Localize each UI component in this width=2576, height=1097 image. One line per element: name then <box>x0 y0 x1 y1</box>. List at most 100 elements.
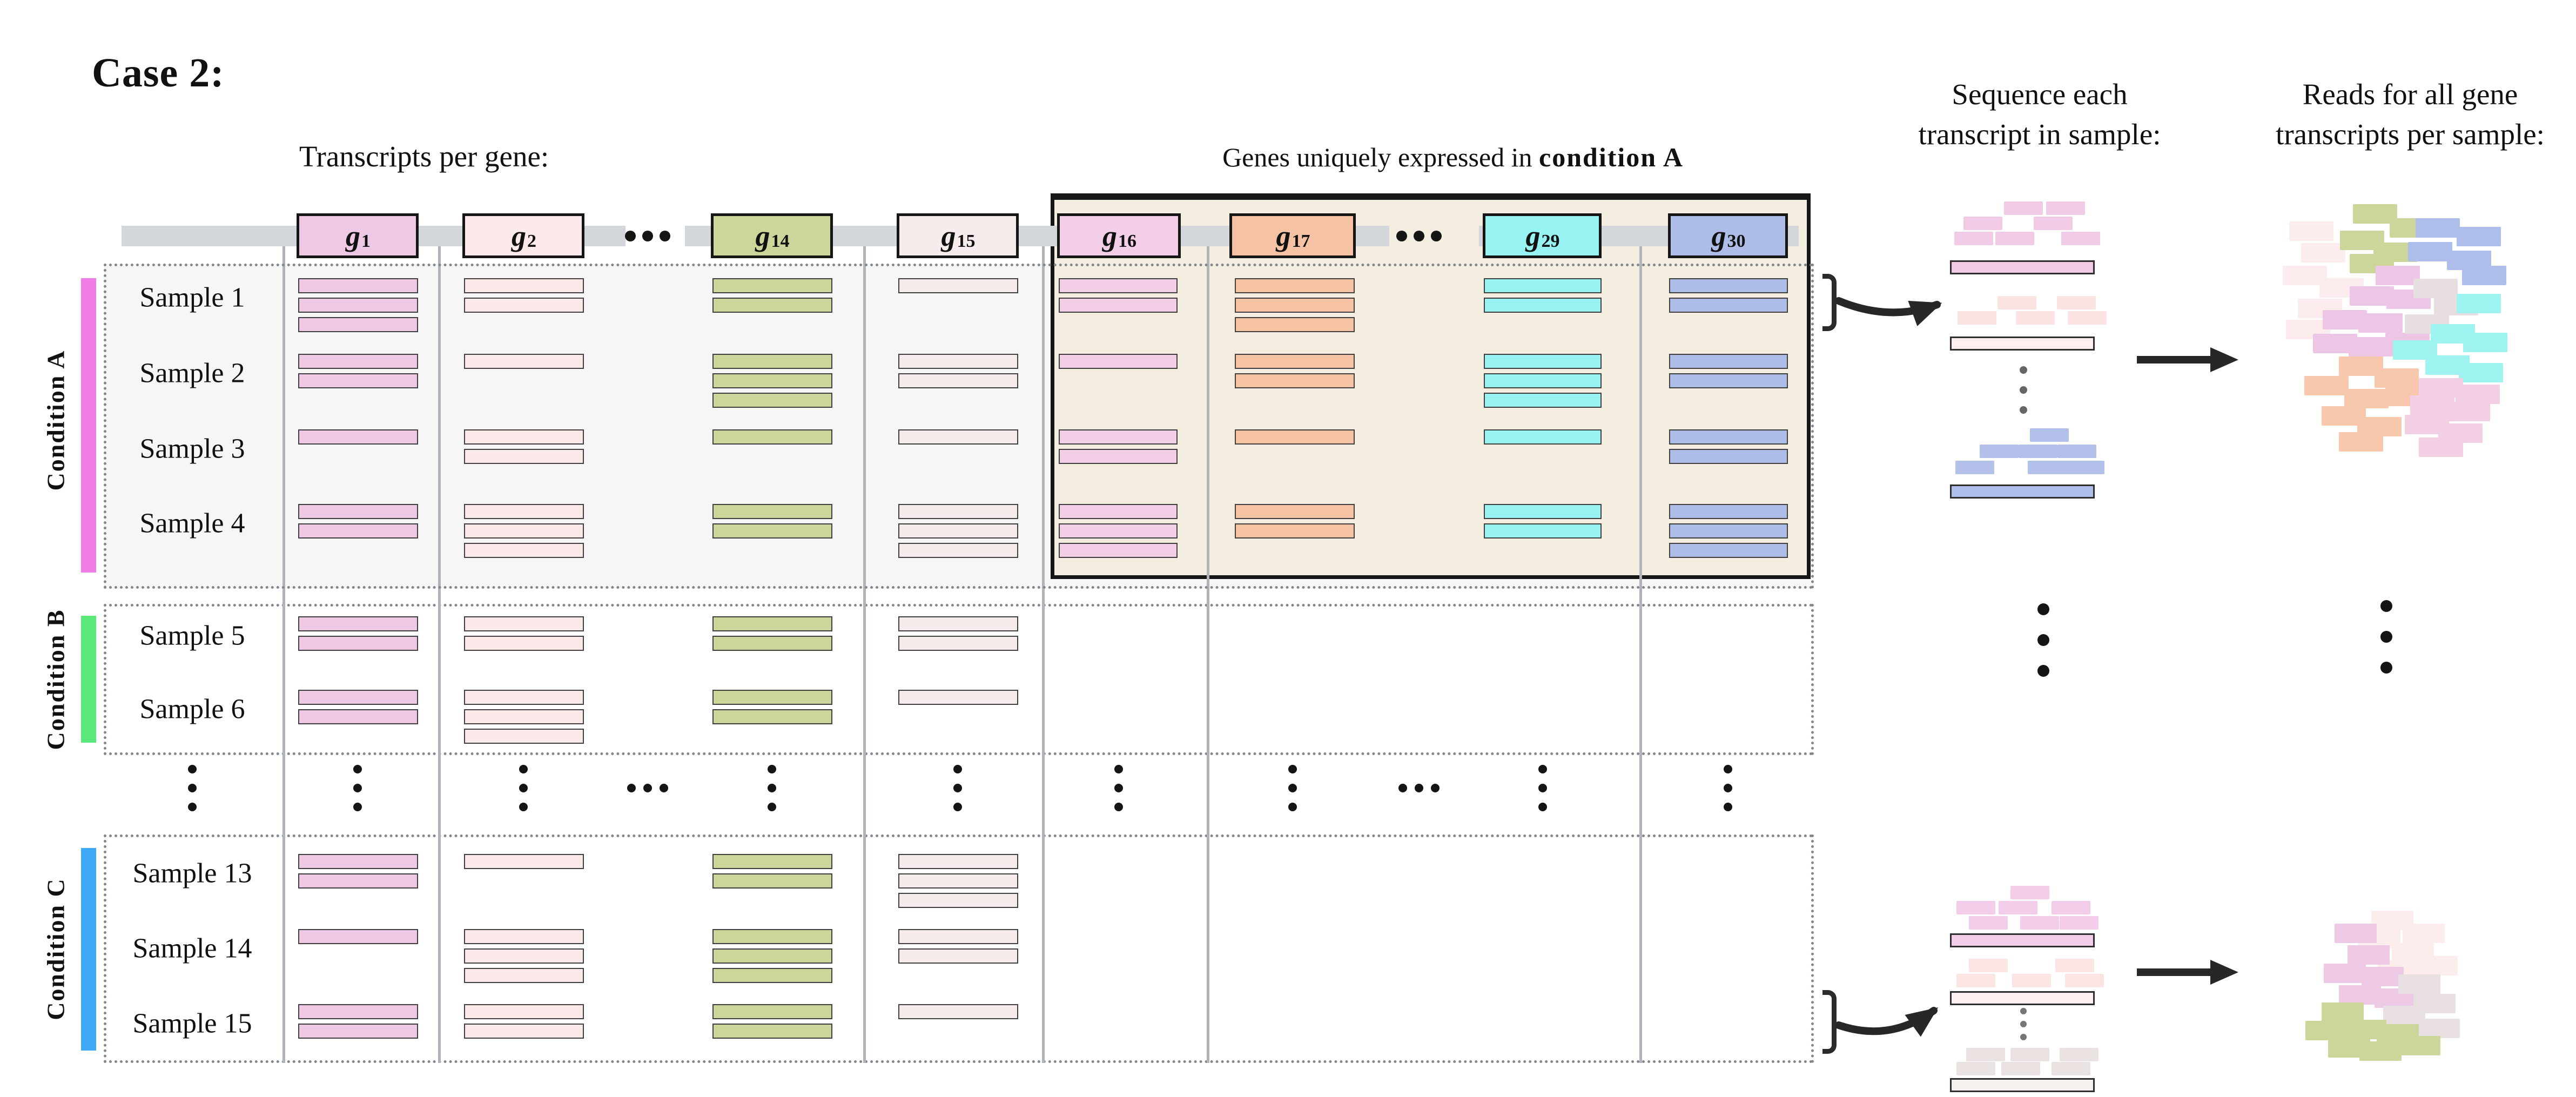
transcript-bar <box>464 429 584 445</box>
sequenced-read <box>1969 959 2008 972</box>
cloud-read <box>2362 967 2404 986</box>
transcript-bar <box>712 690 832 705</box>
stack-ellipsis-dot <box>2020 386 2027 394</box>
row-ellipsis-dot <box>627 784 636 792</box>
transcript-bar <box>712 1024 832 1039</box>
bracket <box>1822 274 1837 331</box>
sample-label: Sample 14 <box>132 933 252 964</box>
transcript-bar <box>464 690 584 705</box>
gene-label: g <box>512 219 526 252</box>
sequenced-read <box>2066 461 2104 474</box>
transcript-bar <box>898 854 1018 869</box>
transcript-bar <box>898 504 1018 519</box>
cloud-read <box>2289 221 2333 241</box>
sample-label: Sample 6 <box>139 694 245 725</box>
transcript-bar <box>1059 504 1178 519</box>
genome-ellipsis-dot <box>642 231 653 241</box>
unique-genes-label: Genes uniquely expressed in condition A <box>1222 142 1684 173</box>
middle-ellipsis-dot <box>2380 600 2392 612</box>
transcript-bar <box>898 873 1018 889</box>
transcript-bar <box>1484 373 1602 388</box>
row-ellipsis-dot <box>768 765 776 773</box>
cloud-read <box>2456 385 2500 404</box>
transcript-bar <box>1235 278 1355 293</box>
transcript-bar <box>712 636 832 651</box>
transcript-bar <box>464 523 584 539</box>
cloud-read <box>2304 376 2349 395</box>
transcript-bar <box>1235 298 1355 313</box>
transcript-bar <box>1059 354 1178 369</box>
transcripts-per-gene-label: Transcripts per gene: <box>299 140 549 173</box>
cloud-read <box>2376 266 2420 285</box>
transcript-bar <box>1484 393 1602 408</box>
sequenced-read <box>2061 232 2100 245</box>
row-ellipsis-dot <box>1288 784 1297 792</box>
gene-label: g <box>1102 219 1117 252</box>
transcript-bar <box>298 636 418 651</box>
stack-ellipsis-dot <box>2020 1021 2027 1027</box>
cloud-read <box>2398 1036 2440 1055</box>
column-separator <box>283 246 285 1063</box>
transcript-bar <box>712 278 832 293</box>
cloud-read <box>2375 368 2419 388</box>
row-ellipsis-dot <box>519 765 528 773</box>
sequenced-read <box>2057 296 2096 309</box>
transcript-bar <box>898 354 1018 369</box>
condition-block-b <box>104 604 1814 755</box>
row-ellipsis-dot <box>353 765 362 773</box>
cloud-read <box>2339 985 2381 1005</box>
transcript-bar <box>1484 278 1602 293</box>
transcript-bar <box>464 298 584 313</box>
transcript-bar <box>1669 298 1788 313</box>
condition-label: Condition B <box>42 609 70 750</box>
transcript-bar <box>298 616 418 631</box>
sequence-header-line2: transcript in sample: <box>1918 118 2161 151</box>
row-ellipsis-dot <box>1288 803 1297 811</box>
transcript-bar <box>464 968 584 983</box>
cloud-read <box>2339 432 2383 452</box>
condition-block-c <box>104 834 1814 1063</box>
sequenced-read <box>1963 217 2002 230</box>
sequenced-read <box>2012 974 2051 987</box>
transcript-bar <box>712 504 832 519</box>
sequenced-read <box>1958 311 1996 325</box>
stack-ellipsis-dot <box>2020 1034 2027 1040</box>
middle-ellipsis-dot <box>2037 634 2049 646</box>
cloud-read <box>2358 313 2403 333</box>
transcript-bar <box>1669 523 1788 539</box>
transcript-bar <box>298 504 418 519</box>
stack-transcript <box>1950 991 2095 1005</box>
sequenced-read <box>2065 974 2104 987</box>
transcript-bar <box>1235 317 1355 332</box>
row-ellipsis-dot <box>660 784 668 792</box>
row-ellipsis-dot <box>519 784 528 792</box>
unique-genes-label-prefix: Genes uniquely expressed in <box>1222 142 1539 172</box>
cloud-read <box>2418 1019 2460 1038</box>
genome-ellipsis-dot <box>1396 231 1407 241</box>
transcript-bar <box>898 523 1018 539</box>
transcript-bar <box>898 429 1018 445</box>
transcript-bar <box>1059 278 1178 293</box>
gene-label: g <box>1525 219 1541 252</box>
transcript-bar <box>712 429 832 445</box>
row-ellipsis-dot <box>768 803 776 811</box>
reads-header-line1: Reads for all gene <box>2302 78 2518 111</box>
transcript-bar <box>1669 278 1788 293</box>
sequenced-read <box>1956 974 1995 987</box>
transcript-bar <box>712 709 832 724</box>
middle-ellipsis-dot <box>2037 665 2049 677</box>
sample-label: Sample 4 <box>139 508 245 539</box>
transcript-bar <box>1059 449 1178 464</box>
cloud-read <box>2403 924 2445 943</box>
transcript-bar <box>298 1004 418 1019</box>
gene-label: g <box>755 219 770 252</box>
cloud-read <box>2335 924 2377 943</box>
column-separator <box>1042 246 1045 1063</box>
transcript-bar <box>1235 523 1355 539</box>
sequenced-read <box>1956 1062 1995 1075</box>
row-ellipsis-dot <box>1431 784 1440 792</box>
